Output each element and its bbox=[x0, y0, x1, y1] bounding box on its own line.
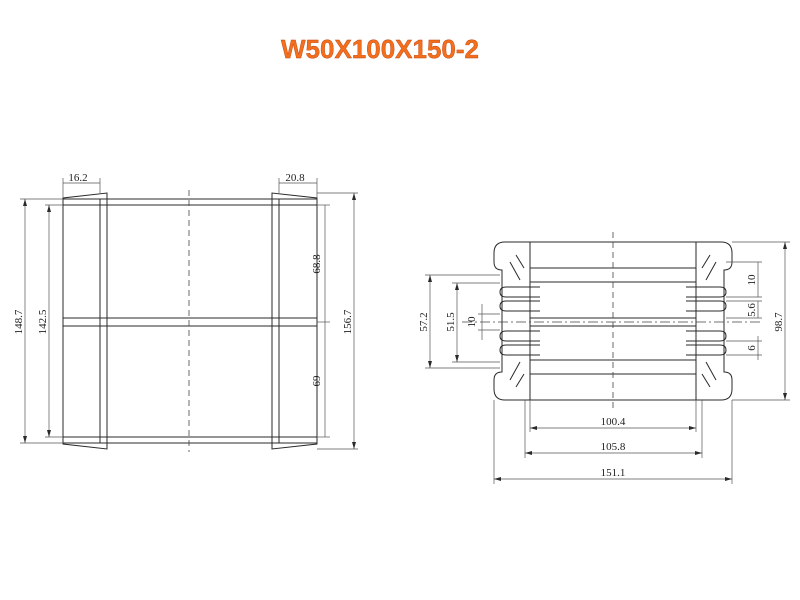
dim-height-outer-left-label: 148.7 bbox=[13, 309, 25, 334]
arrow bbox=[428, 275, 432, 282]
dim-right-c-label: 6 bbox=[746, 345, 758, 351]
dim-left-mid-label: 51.5 bbox=[445, 312, 457, 332]
right-view-left-fins bbox=[499, 254, 540, 388]
left-fin-4 bbox=[499, 344, 540, 356]
right-fin-3 bbox=[686, 330, 727, 342]
dim-left-outer-label: 57.2 bbox=[418, 312, 430, 331]
left-fin-2 bbox=[499, 300, 540, 312]
arrow bbox=[783, 393, 787, 400]
dim-left-inner-label: 10 bbox=[466, 316, 478, 328]
dim-upper-half-label: 68.8 bbox=[311, 254, 323, 274]
arrow bbox=[47, 430, 51, 437]
left-top-slot bbox=[509, 254, 525, 281]
arrow bbox=[428, 361, 432, 368]
arrow bbox=[494, 477, 501, 481]
arrow bbox=[23, 199, 27, 206]
drawing-title: W50X100X150-2 bbox=[281, 34, 479, 64]
left-bottom-slot bbox=[509, 361, 525, 388]
dim-width-outer-label: 151.1 bbox=[601, 467, 626, 479]
dim-top-left-label: 16.2 bbox=[68, 172, 87, 184]
right-bottom-slot bbox=[701, 361, 717, 388]
arrow bbox=[47, 205, 51, 212]
dim-top-right-label: 20.8 bbox=[285, 172, 305, 184]
arrow bbox=[783, 242, 787, 249]
left-fin-3 bbox=[499, 330, 540, 342]
dim-width-mid-label: 105.8 bbox=[601, 441, 626, 453]
arrow bbox=[525, 451, 532, 455]
arrow bbox=[455, 283, 459, 290]
dim-height-right-label: 156.7 bbox=[342, 309, 354, 334]
arrow bbox=[530, 426, 537, 430]
right-fin-1 bbox=[686, 286, 727, 298]
right-view-right-bobbin bbox=[691, 241, 733, 401]
dim-height-inner-left-label: 142.5 bbox=[37, 309, 49, 334]
right-view-right-fins bbox=[686, 254, 727, 388]
dim-lower-half-label: 69 bbox=[311, 375, 323, 387]
arrow bbox=[695, 451, 702, 455]
arrow bbox=[689, 426, 696, 430]
dim-right-b-label: 5.6 bbox=[746, 303, 758, 317]
right-fin-4 bbox=[686, 344, 727, 356]
arrow bbox=[725, 477, 732, 481]
arrow bbox=[352, 442, 356, 449]
arrow bbox=[23, 436, 27, 443]
right-fin-2 bbox=[686, 300, 727, 312]
dim-right-height-label: 98.7 bbox=[773, 312, 785, 332]
dim-right-a-label: 10 bbox=[746, 274, 758, 286]
right-view-left-bobbin bbox=[493, 241, 535, 401]
dim-width-inner-label: 100.4 bbox=[601, 416, 626, 428]
left-view: 16.2 20.8 148.7 142.5 68.8 69 156.7 bbox=[13, 172, 358, 452]
arrow bbox=[455, 355, 459, 362]
arrow bbox=[352, 193, 356, 200]
right-view: 57.2 51.5 10 10 5.6 6 98.7 100.4 bbox=[418, 232, 790, 484]
left-fin-1 bbox=[499, 286, 540, 298]
right-top-slot bbox=[701, 254, 717, 281]
dimension-arrows bbox=[23, 193, 787, 481]
